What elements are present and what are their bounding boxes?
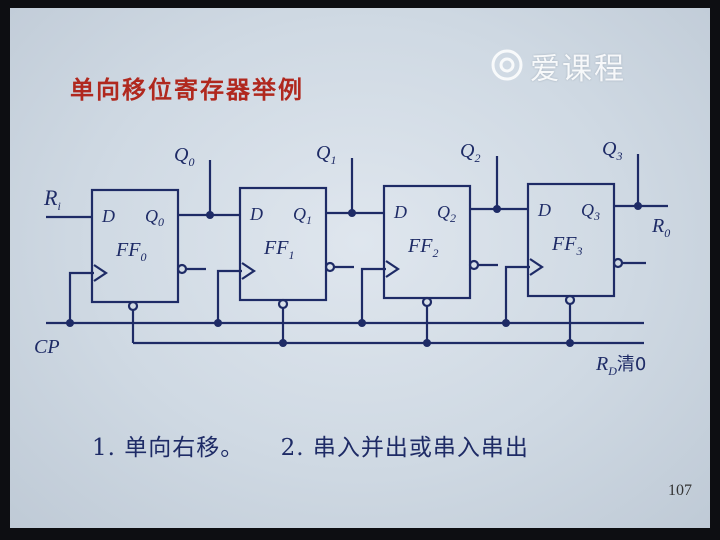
slide: 单向移位寄存器举例 爱课程 <box>10 8 710 528</box>
ff3-q-label: Q3 <box>581 200 600 223</box>
ri-label: Ri <box>43 185 61 213</box>
ff0-d-label: D <box>101 206 115 226</box>
ff0-q-label: Q0 <box>145 206 164 229</box>
watermark-text: 爱课程 <box>530 52 626 87</box>
q1-output-label: Q1 <box>316 142 336 167</box>
ff1-q-label: Q1 <box>293 204 312 227</box>
flipflop-ff2: D Q2 FF2 Q2 <box>393 140 480 260</box>
shift-register-diagram: Ri CP R0 RD清0 D Q0 FF0 Q0 D Q1 FF1 Q1 D … <box>34 138 670 378</box>
slide-title: 单向移位寄存器举例 <box>70 76 304 104</box>
ff2-name: FF2 <box>407 235 438 260</box>
rd-label: RD清0 <box>595 353 646 378</box>
page-number: 107 <box>668 482 692 499</box>
flipflop-ff3: D Q3 FF3 Q3 <box>537 138 622 258</box>
ff2-d-label: D <box>393 202 407 222</box>
r0-label: R0 <box>651 215 670 240</box>
ff3-d-label: D <box>537 200 551 220</box>
cp-label: CP <box>34 336 60 358</box>
watermark-logo-icon <box>491 49 523 81</box>
caption-item-2: 2. 串入并出或串入串出 <box>280 435 529 461</box>
ff2-q-label: Q2 <box>437 202 456 225</box>
ff3-name: FF3 <box>551 233 582 258</box>
ff1-name: FF1 <box>263 237 294 262</box>
q3-output-label: Q3 <box>602 138 622 163</box>
caption: 1. 单向右移。 2. 串入并出或串入串出 <box>92 428 557 462</box>
ff1-d-label: D <box>249 204 263 224</box>
flipflop-ff1: D Q1 FF1 Q1 <box>249 142 336 262</box>
q2-output-label: Q2 <box>460 140 480 165</box>
flipflop-ff0: D Q0 FF0 Q0 <box>101 144 194 264</box>
q0-output-label: Q0 <box>174 144 194 169</box>
caption-item-1: 1. 单向右移。 <box>92 435 245 461</box>
ff0-name: FF0 <box>115 239 146 264</box>
